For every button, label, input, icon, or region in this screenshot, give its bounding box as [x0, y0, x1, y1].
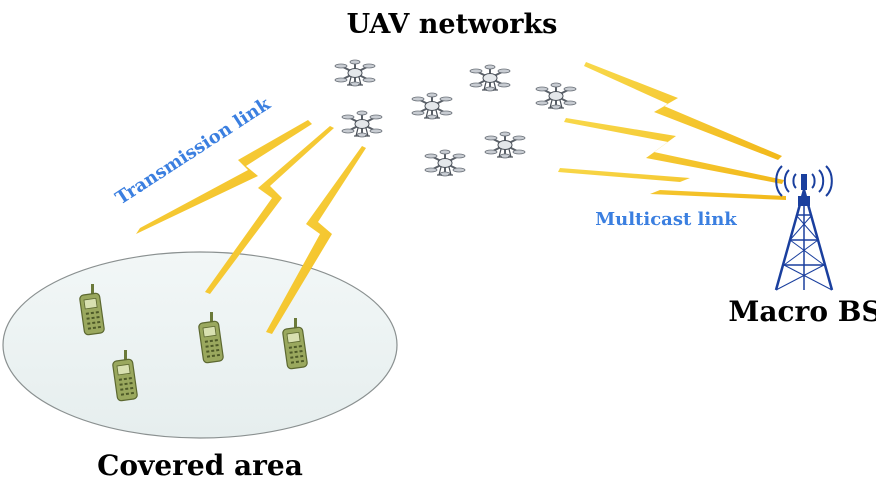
covered-area-label: Covered area [97, 449, 303, 482]
quadcopter-drone-icon [341, 110, 383, 138]
quadcopter-drone-icon [535, 82, 577, 110]
lightning-bolt-icon [205, 126, 334, 294]
lightning-bolt-icon [266, 146, 366, 334]
lightning-bolt-icon [558, 168, 786, 200]
lightning-bolt-icon [584, 62, 782, 160]
uav-swarm [334, 59, 577, 177]
transmission-links [136, 120, 366, 334]
transmission-link-label: Transmission link [112, 93, 275, 209]
quadcopter-drone-icon [484, 131, 526, 159]
lightning-bolt-icon [136, 120, 312, 234]
cell-tower-icon [774, 165, 834, 291]
multicast-link-label: Multicast link [595, 209, 737, 230]
quadcopter-drone-icon [424, 149, 466, 177]
quadcopter-drone-icon [334, 59, 376, 87]
quadcopter-drone-icon [411, 92, 453, 120]
uav-networks-label: UAV networks [347, 9, 558, 40]
quadcopter-drone-icon [469, 64, 511, 92]
macro-bs-label: Macro BS [728, 295, 876, 328]
multicast-links [558, 62, 786, 200]
covered-area-region [2, 251, 398, 439]
lightning-bolt-icon [564, 118, 784, 184]
